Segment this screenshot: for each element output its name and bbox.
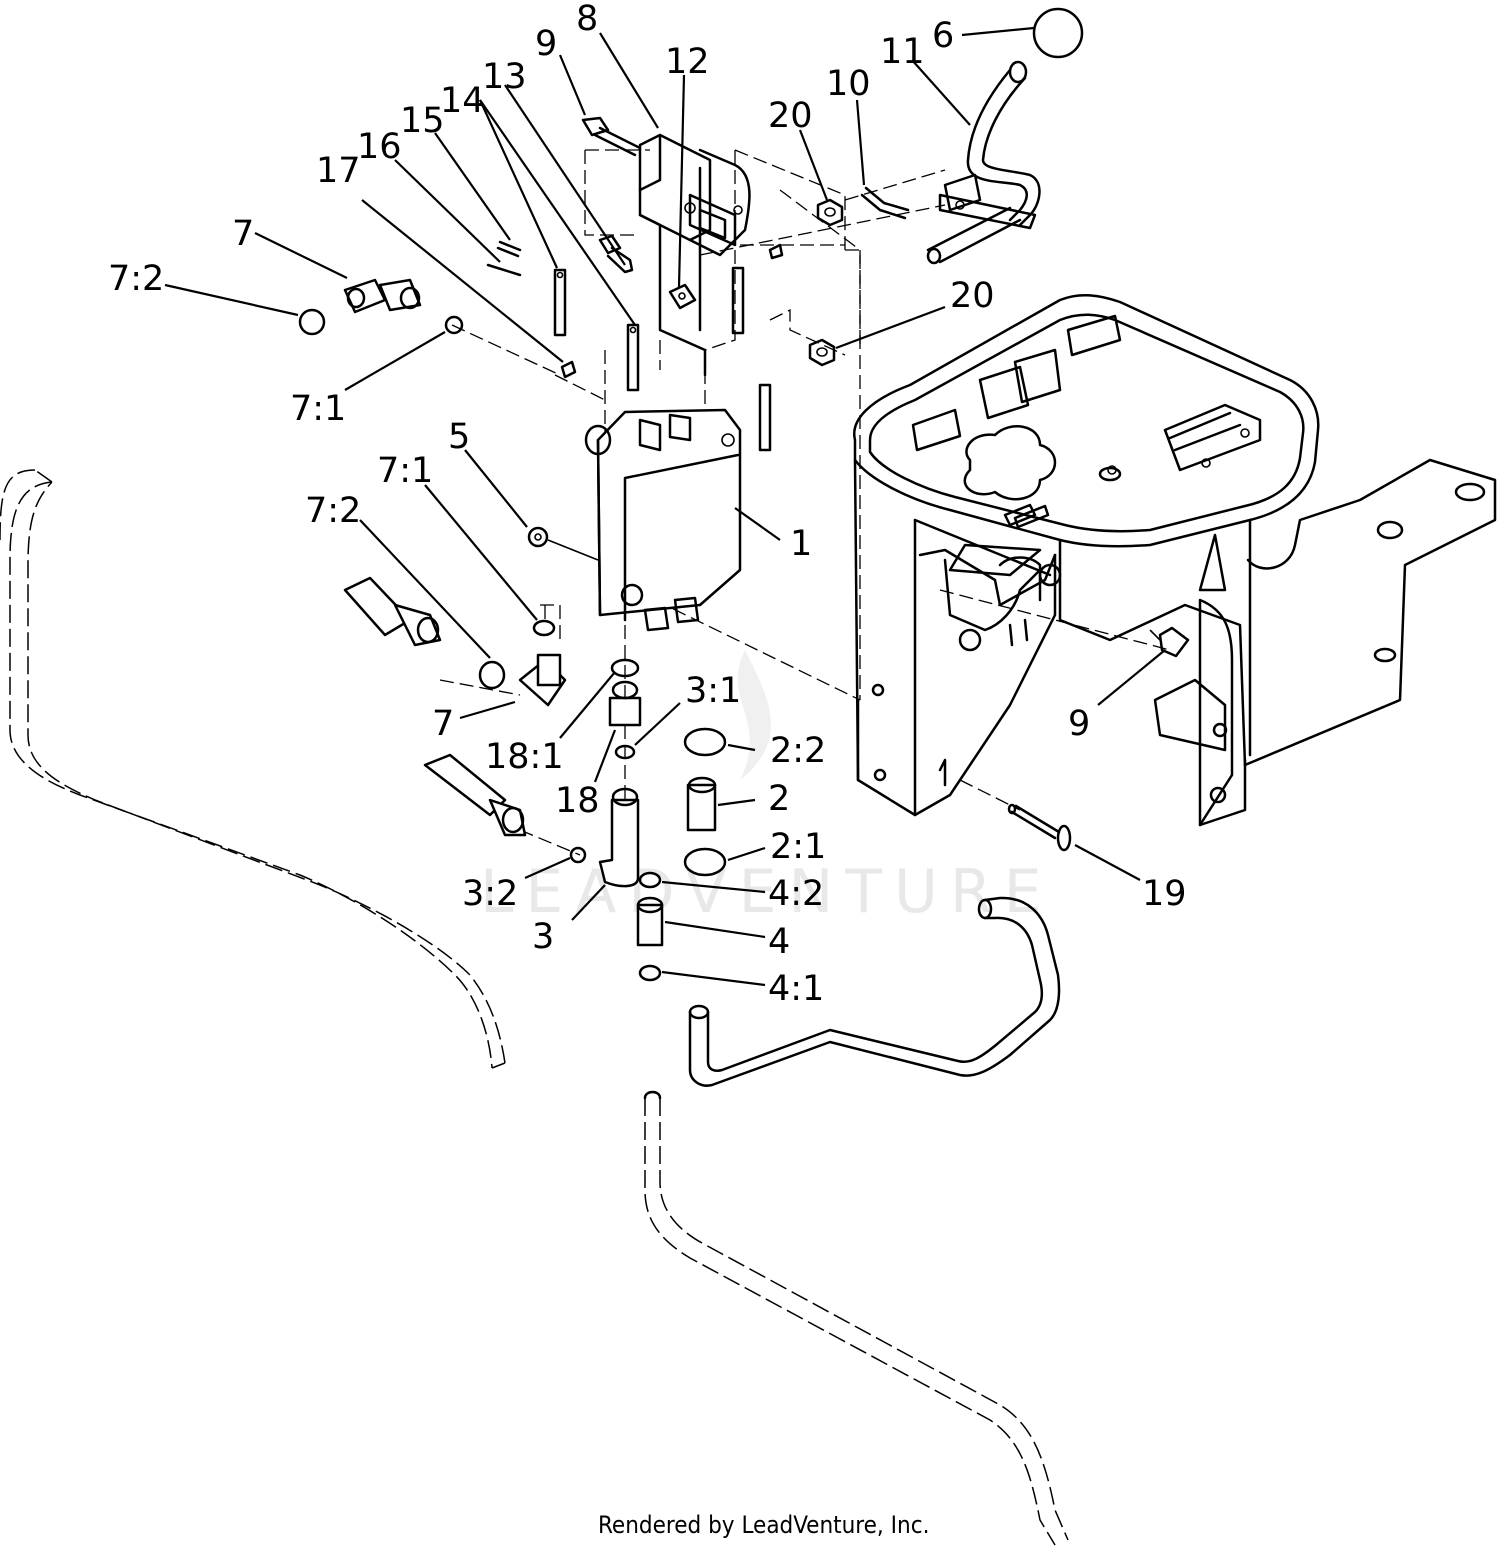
callout-7-1-top: 7:1	[290, 389, 346, 429]
callout-labels: 1 2 2:1 2:2 3 3:1 3:2 4 4:1 4:2 5 6 7 7 …	[108, 0, 1187, 1009]
callout-20-right: 20	[950, 276, 995, 316]
callout-7-bot: 7	[432, 704, 454, 744]
watermark-text: LEADVENTURE	[480, 857, 1054, 927]
callout-18: 18	[555, 781, 600, 821]
callout-11: 11	[880, 32, 925, 72]
callout-17: 17	[316, 151, 361, 191]
callout-8: 8	[576, 0, 598, 39]
elbow-fitting-3	[423, 753, 640, 888]
callout-7-1-mid: 7:1	[377, 451, 433, 491]
callout-4: 4	[768, 922, 790, 962]
callout-10: 10	[826, 64, 871, 104]
callout-13: 13	[482, 57, 527, 97]
callout-5: 5	[448, 417, 470, 457]
callout-1: 1	[790, 524, 812, 564]
bolt-upper	[581, 116, 642, 157]
callout-20-top: 20	[768, 96, 813, 136]
footer-credit: Rendered by LeadVenture, Inc.	[598, 1511, 929, 1539]
locknut-lower	[808, 338, 836, 367]
control-frame	[853, 294, 1497, 827]
leader-lines	[164, 26, 1166, 987]
pin-15-16-17	[486, 240, 784, 379]
callout-7-2-mid: 7:2	[305, 491, 361, 531]
callout-2-1: 2:1	[770, 827, 826, 867]
callout-12: 12	[665, 42, 710, 82]
spring-pin	[860, 186, 910, 220]
washer-5	[527, 526, 599, 561]
control-lever	[926, 7, 1084, 265]
hose-left	[0, 469, 506, 1069]
callout-4-1: 4:1	[768, 969, 824, 1009]
elbow-fitting-lower	[343, 576, 567, 707]
callout-2: 2	[768, 779, 790, 819]
panel-cutouts	[911, 314, 1262, 529]
callout-7-2-top: 7:2	[108, 259, 164, 299]
callout-2-2: 2:2	[770, 731, 826, 771]
callout-4-2: 4:2	[768, 874, 824, 914]
callout-9-right: 9	[1068, 704, 1090, 744]
connector-12	[668, 283, 697, 310]
callout-3-2: 3:2	[462, 874, 518, 914]
callout-16: 16	[357, 127, 402, 167]
clevis-pin	[1007, 803, 1072, 852]
bolt-13	[598, 234, 634, 274]
elbow-fitting-upper	[298, 278, 464, 336]
callout-19: 19	[1142, 874, 1187, 914]
hose-middle	[688, 896, 1061, 1087]
fittings-2-4	[636, 727, 727, 982]
bolt-right	[1149, 626, 1190, 658]
fitting-18	[608, 658, 642, 760]
callout-15: 15	[400, 101, 445, 141]
callout-9-top: 9	[535, 24, 557, 64]
hose-bottom	[643, 1090, 1069, 1546]
locknut-upper	[816, 198, 844, 227]
hydraulic-valve	[584, 408, 742, 632]
callout-14: 14	[440, 81, 485, 121]
valve-bracket	[638, 133, 751, 377]
callout-3: 3	[532, 917, 554, 957]
callout-7-top: 7	[232, 214, 254, 254]
callout-6: 6	[932, 16, 954, 56]
callout-3-1: 3:1	[685, 671, 741, 711]
callout-18-1: 18:1	[485, 737, 564, 777]
